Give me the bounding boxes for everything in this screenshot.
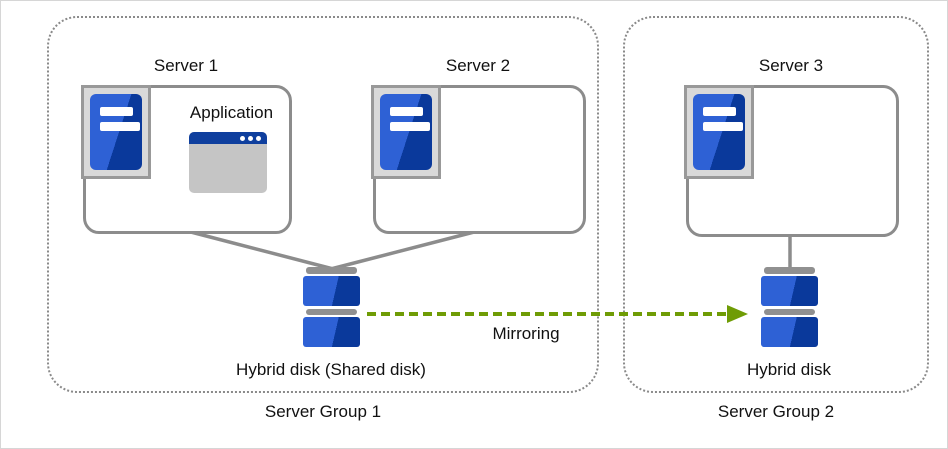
server-2-computer-icon [371,85,441,179]
tower-panel [90,94,142,170]
disk-platter [761,276,818,306]
server-group-2-label: Server Group 2 [717,402,835,421]
application-label: Application [189,103,274,122]
server-group-2-container [623,16,929,393]
shared-hybrid-disk-icon [303,267,360,347]
server-3-computer-icon [684,85,754,179]
disk-cap [764,267,815,274]
tower-slot-icon [390,122,430,131]
tower-slot-icon [390,107,423,116]
server-group-1-container [47,16,599,393]
disk-platter [761,317,818,347]
window-dots-icon [240,136,261,141]
disk-platter [303,317,360,347]
shared-disk-label: Hybrid disk (Shared disk) [236,360,426,379]
tower-panel [380,94,432,170]
mirroring-label: Mirroring [492,324,560,343]
tower-panel [693,94,745,170]
disk-platter [303,276,360,306]
disk-cap [306,267,357,274]
tower-slot-icon [100,107,133,116]
tower-slot-icon [703,122,743,131]
tower-slot-icon [703,107,736,116]
disk-separator [764,309,815,315]
application-window-icon [189,132,267,193]
server-1-computer-icon [81,85,151,179]
mirror-hybrid-disk-icon [761,267,818,347]
window-titlebar [189,132,267,144]
server-group-1-label: Server Group 1 [264,402,382,421]
mirror-disk-label: Hybrid disk [746,360,832,379]
server-3-title: Server 3 [758,56,824,75]
disk-separator [306,309,357,315]
server-1-title: Server 1 [153,56,219,75]
tower-slot-icon [100,122,140,131]
server-2-title: Server 2 [445,56,511,75]
